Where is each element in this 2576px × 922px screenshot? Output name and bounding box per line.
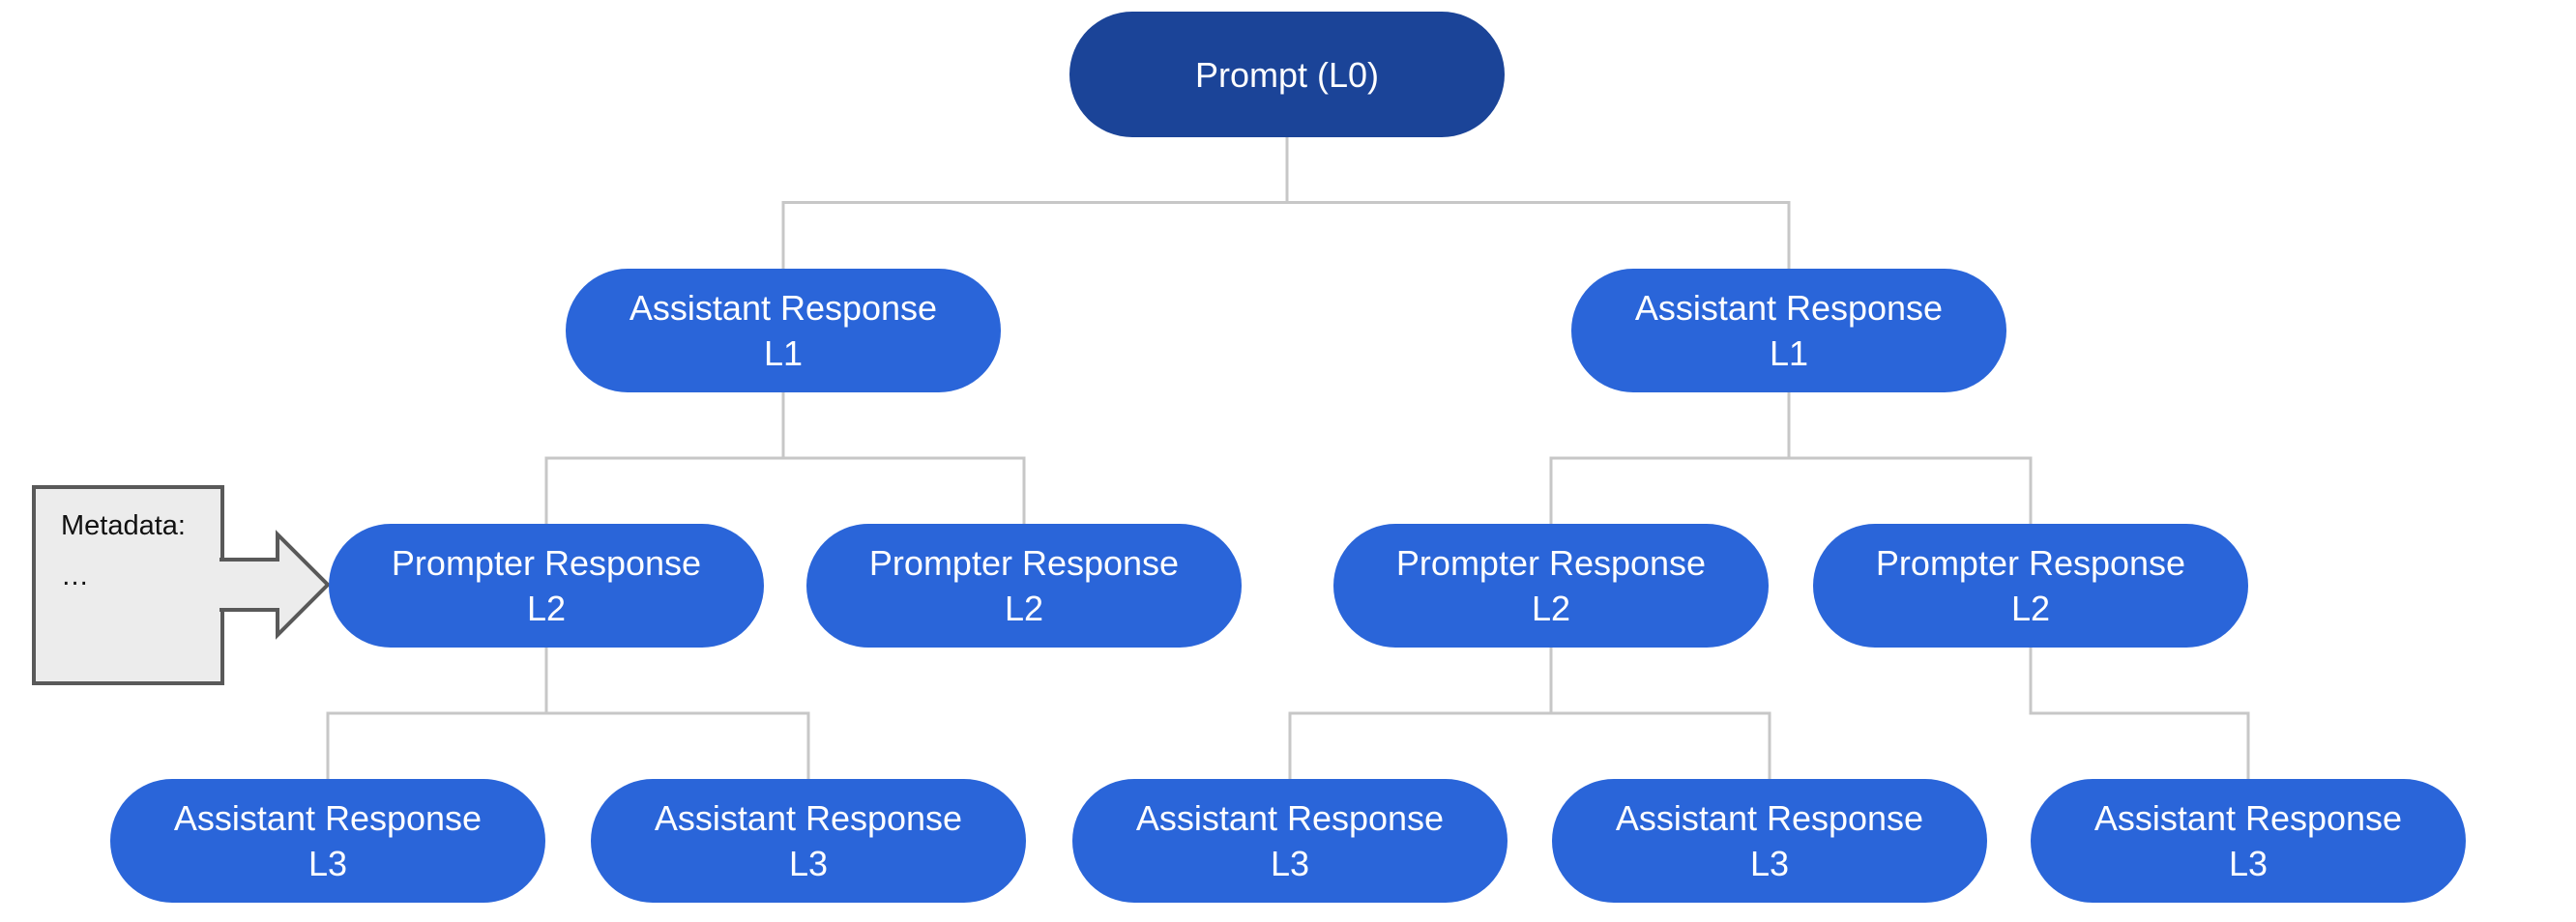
node-label-line2: L2 — [1531, 589, 1571, 628]
connector-l0-to-l1 — [781, 137, 1791, 269]
metadata-arrow-icon — [220, 530, 331, 640]
node-label-line2: L3 — [788, 844, 829, 883]
connector-elbow — [1549, 456, 2033, 524]
node-assistant-response-l3-3: Assistant Response L3 — [1072, 779, 1508, 903]
connector-elbow — [326, 711, 810, 779]
node-label-line2: L1 — [763, 333, 804, 373]
node-label-line1: Assistant Response — [173, 798, 483, 838]
connector-l2-4-to-l3-5 — [2029, 648, 2250, 779]
node-label-line1: Prompter Response — [868, 543, 1180, 583]
node-label-line1: Assistant Response — [2093, 798, 2403, 838]
node-label-line2: L3 — [1749, 844, 1790, 883]
metadata-arrow-shape — [220, 530, 331, 640]
node-label-line1: Prompter Response — [391, 543, 702, 583]
node-label-line2: L3 — [2228, 844, 2269, 883]
metadata-callout: Metadata: … — [32, 485, 224, 685]
node-assistant-response-l3-1: Assistant Response L3 — [110, 779, 545, 903]
node-assistant-response-l3-5: Assistant Response L3 — [2031, 779, 2466, 903]
metadata-ellipsis: … — [61, 561, 89, 591]
node-label: Prompt (L0) — [1194, 54, 1380, 95]
node-label-line2: L3 — [307, 844, 348, 883]
metadata-title: Metadata: — [61, 510, 186, 541]
node-assistant-response-l1-left: Assistant Response L1 — [566, 269, 1001, 392]
node-prompter-response-l2-4: Prompter Response L2 — [1813, 524, 2248, 648]
node-prompter-response-l2-3: Prompter Response L2 — [1333, 524, 1769, 648]
node-prompter-response-l2-2: Prompter Response L2 — [806, 524, 1242, 648]
node-assistant-response-l3-2: Assistant Response L3 — [591, 779, 1026, 903]
connector-elbow — [544, 456, 1026, 524]
node-assistant-response-l3-4: Assistant Response L3 — [1552, 779, 1987, 903]
node-label-line1: Assistant Response — [629, 288, 938, 328]
node-label-line1: Prompter Response — [1395, 543, 1707, 583]
connector-elbow — [781, 201, 1791, 269]
node-label-line1: Prompter Response — [1875, 543, 2186, 583]
connector-l1-right-to-l2 — [1549, 392, 2033, 524]
connector-l2-1-to-l3 — [326, 648, 810, 779]
node-prompter-response-l2-1: Prompter Response L2 — [329, 524, 764, 648]
node-label-line1: Assistant Response — [1135, 798, 1445, 838]
node-label-line2: L2 — [2010, 589, 2051, 628]
connector-l1-left-to-l2 — [544, 392, 1026, 524]
node-label-line1: Assistant Response — [1634, 288, 1944, 328]
connector-elbow — [2029, 648, 2250, 779]
node-label-line2: L2 — [526, 589, 567, 628]
node-assistant-response-l1-right: Assistant Response L1 — [1571, 269, 2006, 392]
node-label-line2: L2 — [1004, 589, 1044, 628]
node-label-line1: Assistant Response — [1615, 798, 1924, 838]
node-prompt-l0: Prompt (L0) — [1069, 12, 1505, 137]
connector-l2-3-to-l3 — [1288, 648, 1771, 779]
node-label-line1: Assistant Response — [654, 798, 963, 838]
connector-elbow — [1288, 711, 1771, 779]
node-label-line2: L3 — [1270, 844, 1310, 883]
node-label-line2: L1 — [1769, 333, 1809, 373]
